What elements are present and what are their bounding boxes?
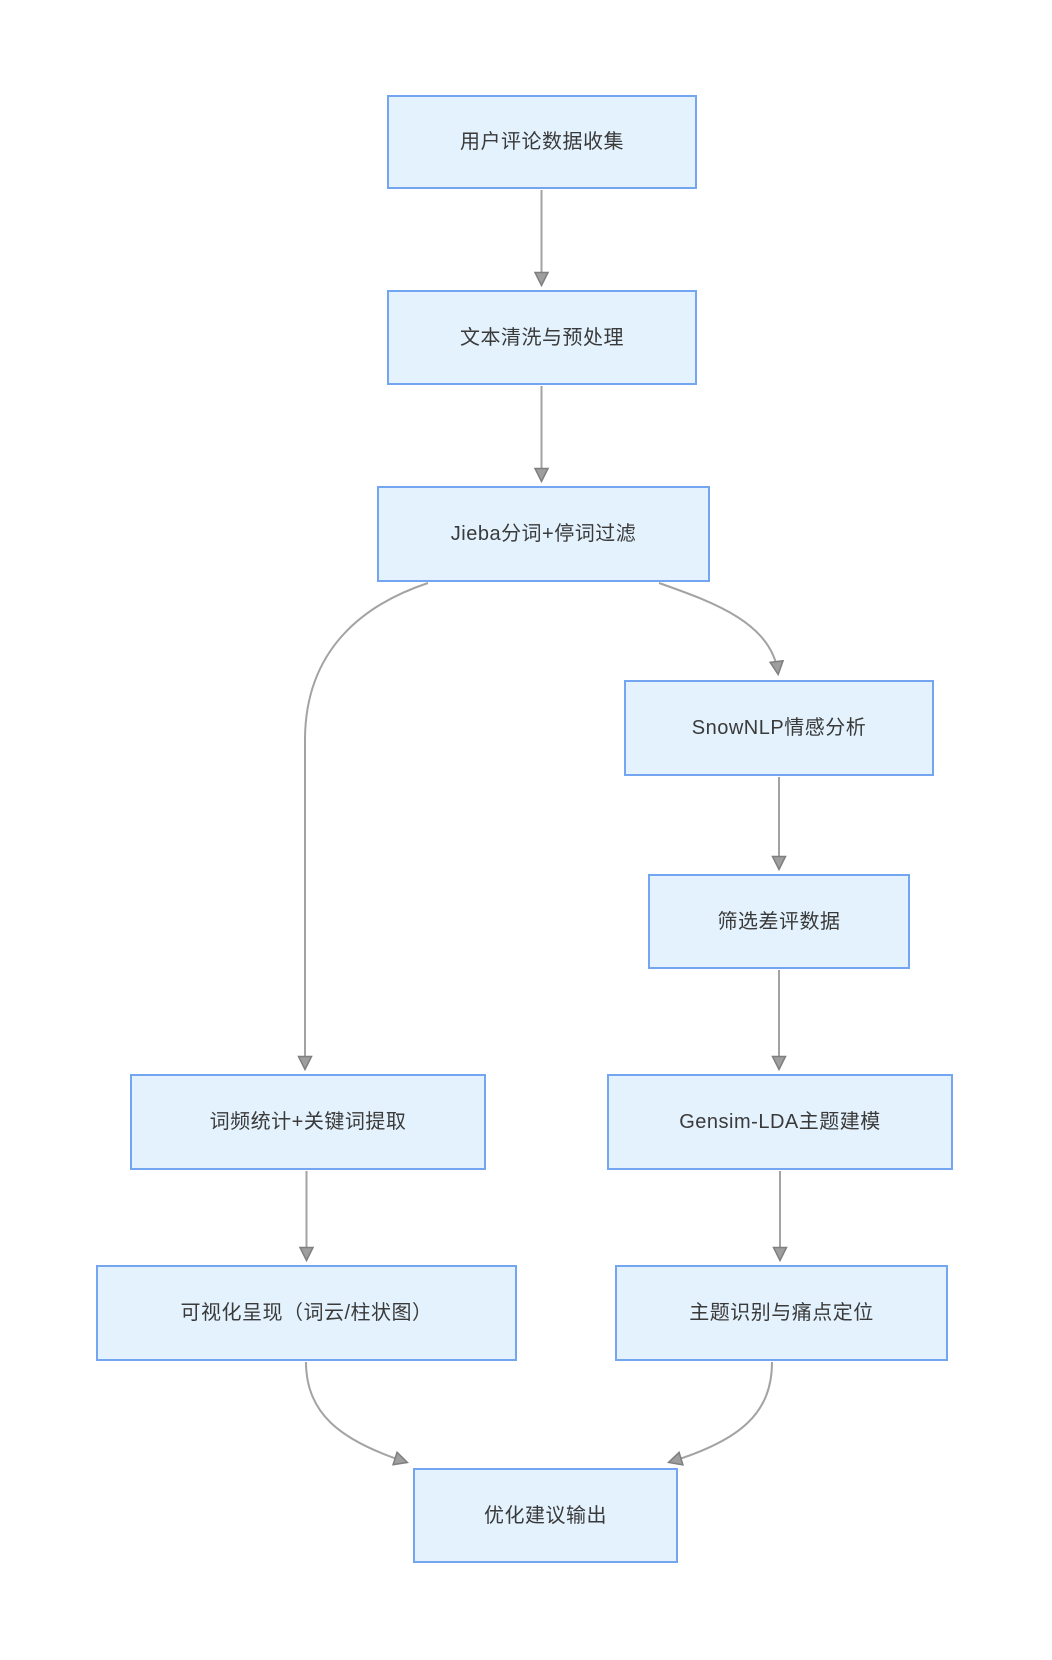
edge-jieba-to-snownlp bbox=[658, 582, 778, 673]
node-user-comment-collection: 用户评论数据收集 bbox=[387, 95, 697, 189]
node-visualization-wordcloud-barchart: 可视化呈现（词云/柱状图） bbox=[96, 1265, 517, 1361]
node-label: 主题识别与痛点定位 bbox=[689, 1302, 874, 1324]
node-gensim-lda-topic-modeling: Gensim-LDA主题建模 bbox=[607, 1074, 953, 1170]
node-jieba-segmentation-stopwords: Jieba分词+停词过滤 bbox=[377, 486, 710, 582]
node-snownlp-sentiment-analysis: SnowNLP情感分析 bbox=[624, 680, 934, 776]
node-label: 词频统计+关键词提取 bbox=[209, 1111, 407, 1133]
node-label: 用户评论数据收集 bbox=[460, 131, 624, 153]
edge-jieba-to-freq bbox=[305, 582, 429, 1068]
node-filter-negative-reviews: 筛选差评数据 bbox=[648, 874, 910, 969]
node-label: Gensim-LDA主题建模 bbox=[679, 1111, 881, 1133]
node-topic-identification-painpoints: 主题识别与痛点定位 bbox=[615, 1265, 948, 1361]
node-label: 筛选差评数据 bbox=[717, 910, 841, 933]
node-label: Jieba分词+停词过滤 bbox=[450, 523, 637, 545]
node-label: SnowNLP情感分析 bbox=[691, 717, 867, 739]
node-label: 文本清洗与预处理 bbox=[460, 326, 624, 349]
edge-topic-to-output bbox=[670, 1361, 773, 1462]
edge-viz-to-output bbox=[305, 1361, 406, 1462]
node-label: 优化建议输出 bbox=[484, 1504, 607, 1527]
node-word-frequency-keyword-extraction: 词频统计+关键词提取 bbox=[130, 1074, 486, 1170]
node-optimization-suggestions-output: 优化建议输出 bbox=[413, 1468, 678, 1563]
node-label: 可视化呈现（词云/柱状图） bbox=[180, 1302, 433, 1324]
node-text-cleaning-preprocessing: 文本清洗与预处理 bbox=[387, 290, 697, 385]
